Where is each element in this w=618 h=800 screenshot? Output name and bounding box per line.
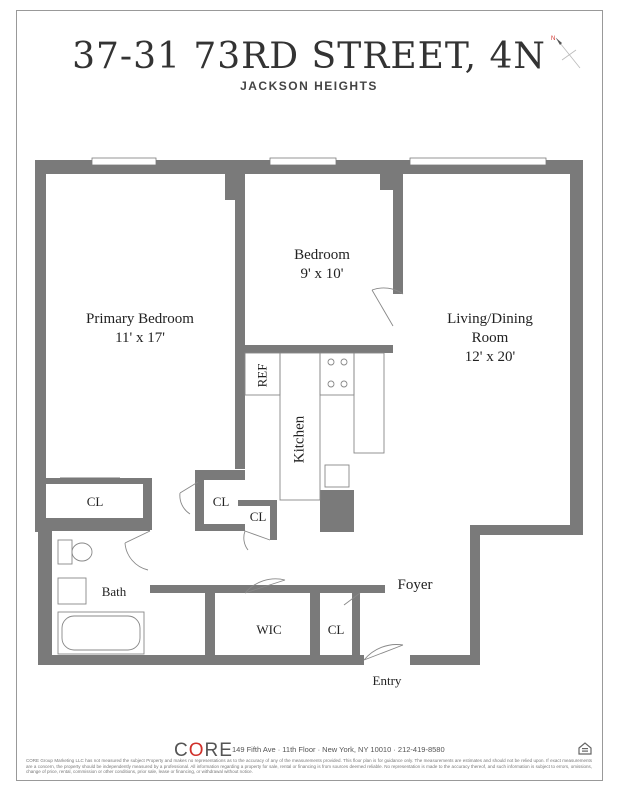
equal-housing-icon (578, 742, 592, 755)
closet-primary: CL (86, 494, 104, 509)
fixtures (57, 287, 404, 661)
entry-label: Entry (372, 673, 402, 688)
room-size: 9' x 10' (300, 266, 344, 282)
room-size: 11' x 17' (115, 330, 165, 346)
room-name-line2: Room (471, 330, 509, 346)
room-name: Bedroom (294, 247, 350, 263)
core-logo: CORE (174, 740, 233, 761)
room-foyer: Foyer (397, 577, 433, 593)
closet-hall: CL (212, 494, 230, 509)
north-arrow-icon: N (551, 36, 581, 69)
room-name: Living/Dining (447, 311, 533, 327)
room-wic: WIC (256, 622, 282, 637)
refrigerator-label: REF (254, 363, 270, 388)
closet-kitchen: CL (249, 509, 267, 524)
room-name: Primary Bedroom (86, 311, 194, 327)
closet-foyer: CL (327, 622, 345, 637)
room-living-dining: Living/Dining Room 12' x 20' (420, 310, 560, 367)
footer-disclaimer: CORE Group Marketing LLC has not measure… (26, 758, 592, 774)
page-frame (16, 10, 603, 781)
page-subtitle: JACKSON HEIGHTS (240, 79, 378, 93)
page-title: 37-31 73RD STREET, 4N (72, 36, 546, 77)
room-kitchen: Kitchen (291, 415, 308, 464)
footer-address: 149 Fifth Ave · 11th Floor · New York, N… (232, 745, 445, 754)
room-primary-bedroom: Primary Bedroom 11' x 17' (70, 310, 210, 348)
windows (91, 157, 547, 166)
room-size: 12' x 20' (464, 349, 516, 365)
svg-text:N: N (551, 36, 555, 42)
room-bedroom: Bedroom 9' x 10' (262, 246, 382, 284)
walls (35, 160, 583, 665)
room-bath: Bath (101, 584, 127, 599)
